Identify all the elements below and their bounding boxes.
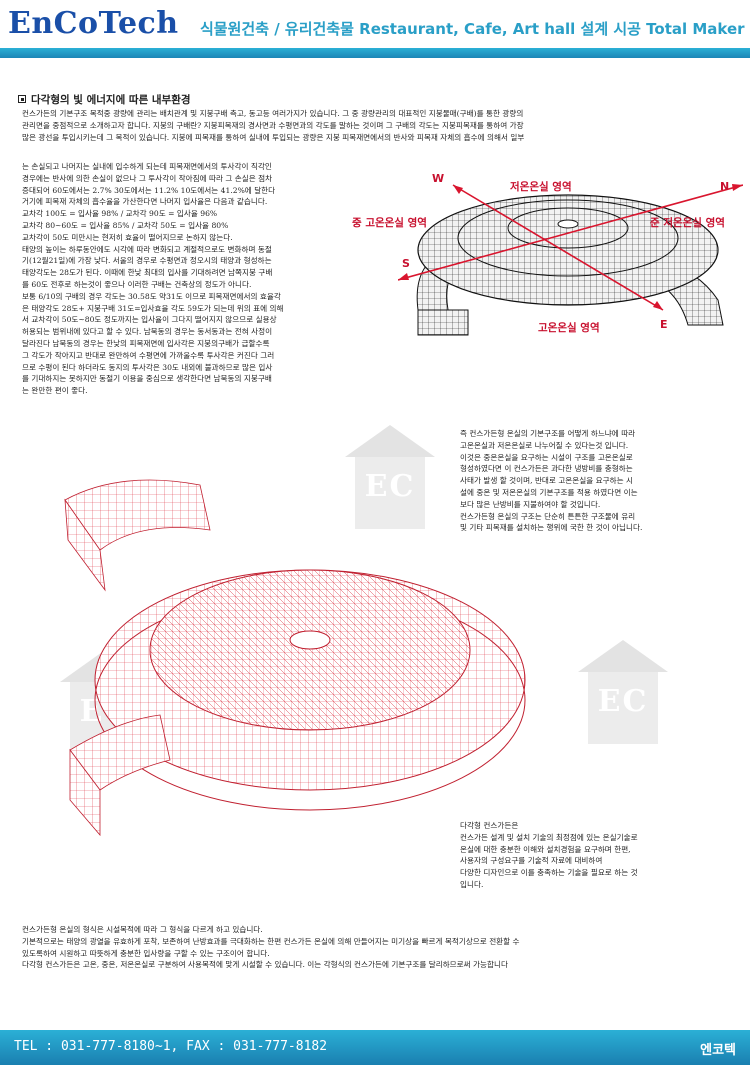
greenhouse-orientation-diagram: W N S E 저온온실 영역 중 고온온실 영역 준 저온온실 영역 고온온실… bbox=[352, 160, 744, 340]
high-temp-zone-label: 고온온실 영역 bbox=[538, 322, 600, 334]
text-line: 설에 중온 및 저온온실의 기본구조를 적용 하였다면 이는 bbox=[460, 487, 638, 497]
contact-info: TEL : 031-777-8180~1, FAX : 031-777-8182 bbox=[14, 1039, 328, 1054]
text-line: 서 교차각이 50도~80도 정도까지는 입사율이 그다지 떨어지지 않으므로 … bbox=[22, 315, 277, 325]
text-line: 보다 많은 난방비를 지불하여야 할 것입니다. bbox=[460, 499, 601, 509]
body-text-right-middle: 즉 컨스가든형 온실의 기본구조를 어떻게 하느냐에 따라 고온온실과 저온온실… bbox=[460, 428, 642, 534]
text-line: 입니다. bbox=[460, 879, 484, 889]
page-footer: TEL : 031-777-8180~1, FAX : 031-777-8182… bbox=[0, 1030, 750, 1065]
text-line: 컨스가든의 기본구조 목적중 광량에 관리는 배치관계 및 지붕구배 측고, 동… bbox=[22, 109, 524, 118]
text-line: 태양각도는 28도가 된다. 이때에 한낮 최대의 입사를 기대하려면 남쪽지붕… bbox=[22, 268, 273, 278]
west-label: W bbox=[432, 172, 445, 185]
watermark-text: EC bbox=[597, 684, 649, 719]
brand-logo: EnCoTech bbox=[8, 6, 179, 41]
text-line: 태양의 높이는 하루동안에도 시각에 따라 변화되고 계절적으로도 변화하며 동… bbox=[22, 244, 272, 254]
text-line: 기본적으로는 태양의 광열을 유효하게 포착, 보존하여 난방효과를 극대화하는… bbox=[22, 936, 520, 946]
text-line: 컨스가든형 온실의 형식은 시설목적에 따라 그 형식을 다르게 하고 있습니다… bbox=[22, 925, 263, 934]
ec-watermark: EC bbox=[345, 425, 435, 535]
text-line: 컨스가든 설계 및 설치 기술의 최정점에 있는 온실기술로 bbox=[460, 832, 638, 842]
low-temp-zone-label: 저온온실 영역 bbox=[510, 181, 572, 193]
company-name: 엔코텍 bbox=[700, 1043, 736, 1058]
text-line: 그 각도가 작아지고 반대로 완만하여 수평면에 가까울수록 투사각은 커진다 … bbox=[22, 350, 275, 360]
text-line: 즉 컨스가든형 온실의 기본구조를 어떻게 하느냐에 따라 bbox=[460, 429, 636, 438]
text-line: 교차각 100도 = 입사율 98% / 교차각 90도 = 입사율 96% bbox=[22, 209, 218, 219]
text-line: 이것은 중온온실을 요구하는 시설이 구조를 고온온실로 bbox=[460, 452, 633, 462]
text-line: 형성하였다면 이 컨스가든은 과다한 냉방비를 충형하는 bbox=[460, 464, 633, 474]
body-text-right-lower: 다각형 컨스가든은 컨스가든 설계 및 설치 기술의 최정점에 있는 온실기술로… bbox=[460, 820, 638, 891]
text-line: 고온온실과 저온온실로 나누어질 수 있다는것 입니다. bbox=[460, 440, 629, 450]
text-line: 경우에는 반사에 의한 손실이 없으나 그 투사각이 작아짐에 따라 그 손실은… bbox=[22, 173, 273, 183]
text-line: 보통 6/10의 구배의 경우 각도는 30.58도 약31도 이므로 피복재면… bbox=[22, 291, 281, 301]
section-title-text: 다각형의 빛 에너지에 따른 내부환경 bbox=[31, 94, 191, 106]
header-bar bbox=[0, 48, 750, 58]
watermark-text: EC bbox=[364, 469, 416, 504]
text-line: 많은 광선을 투입시키는데 그 목적이 있습니다. 지붕에 피복재를 통하여 실… bbox=[22, 132, 525, 142]
text-line: 컨스가든형 온실의 구조는 단순히 튼튼한 구조물에 유리 bbox=[460, 511, 636, 521]
text-line: 는 완만한 편이 좋다. bbox=[22, 386, 88, 396]
text-line: 다양한 디자인으로 이를 충족하는 기술을 필요로 하는 것 bbox=[460, 868, 638, 878]
red-dome-illustration bbox=[64, 479, 526, 837]
semi-low-temp-zone-label: 준 저온온실 영역 bbox=[650, 217, 725, 229]
body-text-bottom: 컨스가든형 온실의 형식은 시설목적에 따라 그 형식을 다르게 하고 있습니다… bbox=[22, 924, 520, 971]
mid-high-temp-zone-label: 중 고온온실 영역 bbox=[352, 217, 427, 229]
text-line: 교차각이 50도 미만시는 현저히 효율이 떨어지므로 논하지 않는다. bbox=[22, 232, 233, 242]
text-line: 달라진다 남북동의 경우는 한낮의 피복재면에 입사각은 지붕의구배가 급할수록 bbox=[22, 338, 270, 348]
text-line: 는 손실되고 나머지는 실내에 입수하게 되는데 피복재면에서의 투사각이 직각… bbox=[22, 162, 272, 171]
polygonal-greenhouse-wireframe bbox=[60, 470, 540, 840]
section-title: 다각형의 빛 에너지에 따른 내부환경 bbox=[18, 92, 191, 107]
text-line: 있도록하여 시원하고 따뜻하게 충분한 입사량을 구할 수 있는 구조이어 합니… bbox=[22, 948, 270, 958]
ec-watermark: EC bbox=[578, 640, 668, 750]
text-line: 사용자의 구성요구를 기술적 자료에 대비하여 bbox=[460, 856, 603, 866]
text-line: 기(12월21일)에 가장 낮다. 서울의 경우로 수평면과 정오시의 태양과 … bbox=[22, 256, 272, 266]
text-line: 허용되는 범위내에 있다고 할 수 있다. 남북동의 경우는 동서동과는 전혀 … bbox=[22, 327, 273, 337]
text-line: 다각형 컨스가든은 고온, 중온, 저온온실로 구분하여 사용목적에 맞게 시설… bbox=[22, 960, 508, 970]
text-line: 증대되어 60도에서는 2.7% 30도에서는 11.2% 10도에서는 41.… bbox=[22, 185, 276, 195]
text-line: 은 태양각도 28도+ 지붕구배 31도=입사효율 각도 59도가 되는데 위의… bbox=[22, 303, 284, 313]
text-line: 온실에 대한 충분한 이해와 설치경험을 요구하며 한편, bbox=[460, 844, 631, 854]
north-label: N bbox=[720, 180, 730, 193]
text-line: 거기에 피복재 자체의 흡수율을 가산한다면 나머지 입사율은 다음과 같습니다… bbox=[22, 197, 268, 207]
text-line: 교차각 80~60도 = 입사율 85% / 교차각 50도 = 입사율 80% bbox=[22, 220, 229, 230]
intro-text: 컨스가든의 기본구조 목적중 광량에 관리는 배치관계 및 지붕구배 측고, 동… bbox=[22, 108, 524, 143]
header-tagline: 식물원건축 / 유리건축물 Restaurant, Cafe, Art hall… bbox=[200, 20, 745, 38]
body-text-left: 는 손실되고 나머지는 실내에 입수하게 되는데 피복재면에서의 투사각이 직각… bbox=[22, 161, 283, 397]
east-label: E bbox=[660, 318, 668, 331]
text-line: 를 60도 전후로 하는것이 좋으나 이러한 구배는 건축상의 정도가 아니다. bbox=[22, 279, 252, 289]
square-bullet-icon bbox=[18, 95, 26, 103]
text-line: 다각형 컨스가든은 bbox=[460, 821, 519, 830]
dome-wireframe-illustration bbox=[397, 184, 744, 336]
text-line: 관리면을 중점적으로 소개하고자 합니다. 지붕의 구배란? 지붕피복재의 경사… bbox=[22, 120, 524, 130]
text-line: 및 기타 피복재를 설치하는 행위에 국한 한 것이 아닙니다. bbox=[460, 523, 643, 533]
text-line: 므로 수평이 된다 하더라도 동지의 투사각은 30도 내외에 불과하므로 많은… bbox=[22, 362, 273, 372]
south-label: S bbox=[402, 257, 410, 270]
text-line: 사태가 발생 할 것이며, 반대로 고온온실을 요구하는 시 bbox=[460, 476, 634, 486]
text-line: 를 기대하지는 못하지만 동절기 이용을 중심으로 생각한다면 남북동의 지붕구… bbox=[22, 374, 272, 384]
page-header: EnCoTech 식물원건축 / 유리건축물 Restaurant, Cafe,… bbox=[0, 0, 750, 58]
